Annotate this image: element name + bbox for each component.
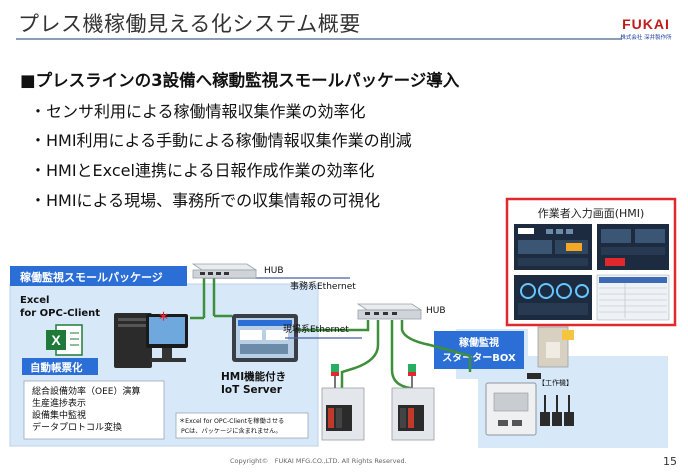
feature-list	[23, 380, 165, 440]
auto-report-band	[22, 358, 98, 375]
machine-tag: 【工作機】	[538, 378, 573, 387]
hub-2-label: HUB	[426, 306, 446, 316]
field-device-1-icon	[321, 364, 365, 441]
company-logo: FUKAI 株式会社 深井製作所	[614, 16, 678, 46]
office-ethernet-label: 事務系Ethernet	[290, 280, 356, 292]
pc-note-text: PCは、パッケージに含まれません。	[181, 427, 282, 435]
excel-label: for OPC-Client	[20, 308, 100, 319]
bullet-item: ・HMI利用による手動による稼働情報収集作業の削減	[30, 131, 412, 150]
network-lines	[190, 274, 570, 416]
copyright-text: Copyright© FUKAI MFG.CO.,LTD. All Rights…	[230, 457, 407, 465]
feature-item: 総合設備効率（OEE）演算	[32, 385, 140, 397]
svg-text:X: X	[51, 332, 61, 348]
starter-box-title: 稼働監視	[459, 336, 499, 349]
bullet-item: ・HMIによる現場、事務所での収集情報の可視化	[30, 191, 381, 210]
title-divider	[16, 38, 622, 40]
hmi-server-label: HMI機能付き	[221, 370, 286, 383]
hub-1-label: HUB	[264, 266, 284, 276]
hmi-iot-server-icon	[232, 314, 298, 362]
package-title: 稼働監視スモールパッケージ	[20, 270, 163, 284]
field-device-2-icon	[391, 364, 435, 441]
pc-icon	[114, 313, 188, 368]
machine-tool-icon	[527, 326, 574, 379]
hmi-screen-panel: 作業者入力画面(HMI)	[505, 197, 677, 327]
starter-box-device-icon	[485, 382, 574, 436]
field-ethernet-label: 現場系Ethernet	[283, 323, 349, 335]
hub-2-icon	[356, 303, 423, 320]
logo-brand: FUKAI	[622, 16, 670, 32]
feature-item: データプロトコル変換	[32, 421, 122, 433]
hub-1-icon	[191, 263, 258, 279]
slide-title: プレス機稼働見える化システム概要	[18, 12, 361, 36]
pc-note-text: ＊Excel for OPC-Clientを稼働させる	[179, 417, 284, 425]
starter-box-title: スターターBOX	[442, 352, 516, 364]
page-number: 15	[663, 455, 677, 468]
hmi-screen-title: 作業者入力画面(HMI)	[538, 207, 645, 220]
logo-subtitle: 株式会社 深井製作所	[620, 35, 672, 41]
bullet-item: ・センサ利用による稼働情報収集作業の効率化	[30, 102, 366, 121]
bullet-item: ・HMIとExcel連携による日報作成作業の効率化	[30, 161, 375, 180]
hmi-server-label: IoT Server	[221, 384, 283, 396]
package-title-band	[10, 266, 187, 286]
pc-note-asterisk: ＊	[158, 310, 169, 323]
feature-item: 設備集中監視	[32, 409, 86, 421]
section-heading: ■プレスラインの3設備へ稼動監視スモールパッケージ導入	[20, 71, 460, 90]
excel-icon: X	[46, 324, 83, 356]
excel-label: Excel	[20, 295, 49, 306]
feature-item: 生産進捗表示	[32, 397, 86, 409]
auto-report-label: 自動帳票化	[30, 361, 83, 374]
pc-note-box	[175, 412, 309, 439]
